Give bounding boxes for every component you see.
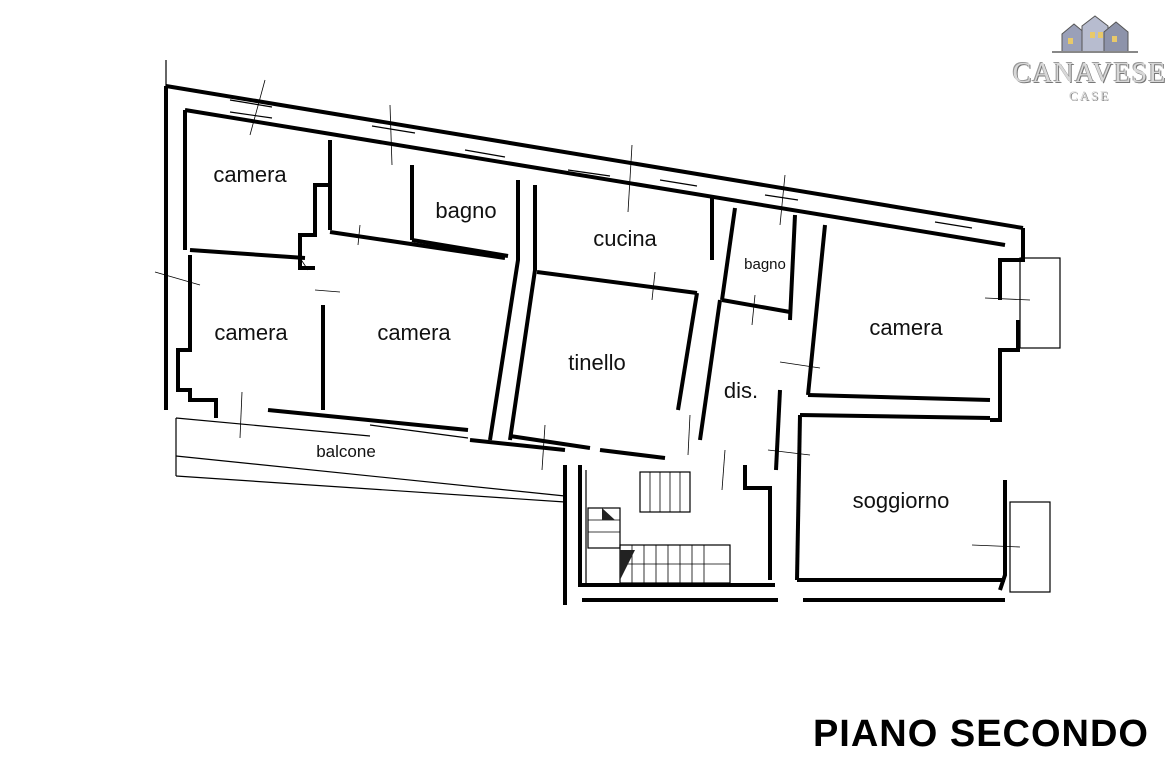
brand-name: CANAVESE [1012,58,1167,89]
room-label-soggiorno: soggiorno [853,488,950,513]
outer-walls [164,60,1025,591]
brand-logo: CANAVESE CASE [1012,12,1167,103]
window-marks [154,79,1031,548]
room-label-camera-4: camera [869,315,943,340]
room-label-cucina: cucina [593,226,657,251]
room-label-bagno-1: bagno [435,198,496,223]
room-label-camera-1: camera [213,162,287,187]
interior-walls [189,140,1005,582]
east-balconies [1009,257,1061,593]
room-label-dis: dis. [724,378,758,403]
room-label-camera-2: camera [214,320,288,345]
room-label-camera-3: camera [377,320,451,345]
floor-title: PIANO SECONDO [812,713,1149,755]
room-label-balcone: balcone [316,442,376,461]
houses-icon [1052,15,1138,53]
room-label-bagno-2: bagno [744,256,786,273]
brand-subtitle: CASE [1068,88,1111,103]
room-label-tinello: tinello [568,350,625,375]
stairwell [563,465,1005,605]
room-labels: camera bagno cucina bagno camera camera … [213,162,949,513]
